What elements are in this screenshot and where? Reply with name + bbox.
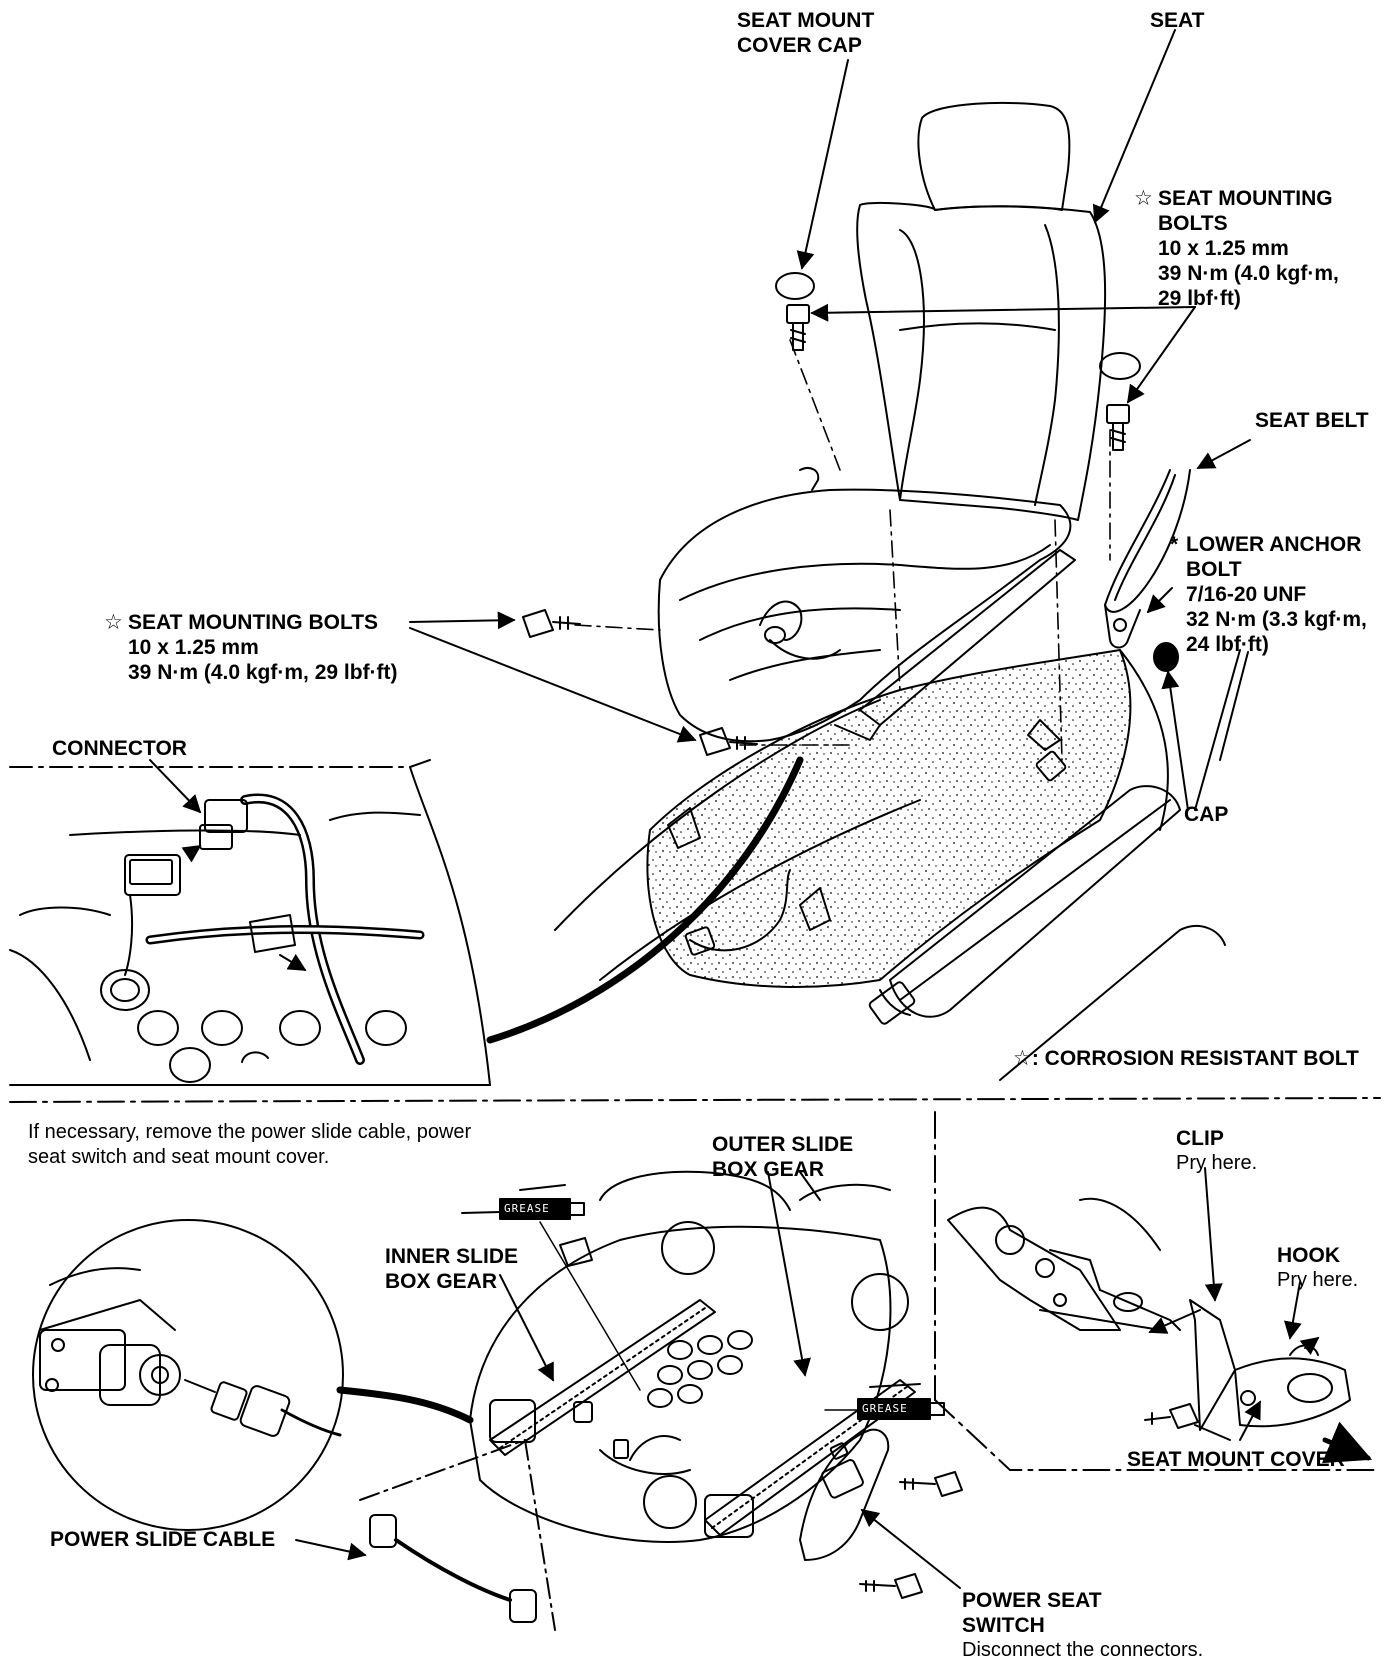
seat-mount-cover-cap-parts [775, 272, 1141, 380]
seat-illustration [657, 101, 1107, 743]
power-slide-cable-part [295, 1439, 556, 1631]
label-line: BOLTS [1158, 212, 1228, 235]
label-cap: CAP [1184, 803, 1229, 826]
seat-mounting-bolt-right-part [1106, 404, 1130, 451]
label-line: 32 N·m (3.3 kgf·m, [1186, 608, 1367, 631]
seat-belt-illustration [1104, 469, 1191, 672]
corrosion-star-icon: ☆ [1013, 1047, 1032, 1070]
power-seat-switch-part [799, 1428, 963, 1599]
asterisk-marker: * [1170, 533, 1179, 556]
grease-tag-top: GREASE [504, 1202, 550, 1215]
label-hook: HOOK [1277, 1244, 1340, 1267]
instruction-text: If necessary, remove the power slide cab… [28, 1120, 471, 1170]
label-line: BOLT [1186, 558, 1242, 581]
section-divider [9, 1097, 1381, 1471]
connector-inset [9, 756, 804, 1086]
power-seat-frame [469, 1170, 916, 1543]
label-line: LOWER ANCHOR [1186, 533, 1362, 556]
label-clip: CLIP [1176, 1127, 1224, 1150]
label-line: 10 x 1.25 mm [1158, 237, 1289, 260]
corrosion-star-icon: ☆ [104, 611, 123, 634]
label-line: SEAT MOUNT [737, 9, 875, 32]
label-line: COVER CAP [737, 34, 862, 57]
label-line: 39 N·m (4.0 kgf·m, 29 lbf·ft) [128, 661, 398, 684]
label-line: 24 lbf·ft) [1186, 633, 1269, 656]
label-line: 29 lbf·ft) [1158, 287, 1241, 310]
label-corrosion-note: ☆: CORROSION RESISTANT BOLT [1013, 1046, 1359, 1071]
floor-panel [554, 649, 1226, 1081]
label-power-seat-switch-note: Disconnect the connectors. [962, 1639, 1204, 1661]
instruction-line: If necessary, remove the power slide cab… [28, 1121, 472, 1143]
label-line: 39 N·m (4.0 kgf·m, [1158, 262, 1339, 285]
label-seat-belt: SEAT BELT [1255, 409, 1369, 432]
corrosion-star-icon: ☆ [1134, 187, 1153, 210]
label-line: SEAT MOUNTING [1158, 187, 1333, 210]
label-line: POWER SEAT [962, 1589, 1102, 1612]
grease-tubes [461, 1184, 945, 1420]
label-line: SWITCH [962, 1614, 1045, 1637]
label-outer-slide-box-gear: OUTER SLIDE BOX GEAR [712, 1132, 853, 1182]
label-seat-mounting-bolts-right: ☆ SEAT MOUNTING BOLTS 10 x 1.25 mm 39 N·… [1134, 186, 1339, 311]
label-power-slide-cable: POWER SLIDE CABLE [50, 1528, 276, 1551]
label-line: 7/16-20 UNF [1186, 583, 1307, 606]
leader-lines-bottom [499, 1171, 821, 1382]
label-connector: CONNECTOR [52, 737, 187, 760]
label-line: 10 x 1.25 mm [128, 636, 259, 659]
label-lower-anchor-bolt: * LOWER ANCHOR BOLT 7/16-20 UNF 32 N·m (… [1170, 532, 1367, 657]
label-line: BOX GEAR [385, 1270, 498, 1293]
power-slide-cable-detail [32, 1219, 474, 1531]
label-line: : CORROSION RESISTANT BOLT [1031, 1047, 1359, 1070]
seat-mount-cover-inset [947, 1167, 1373, 1464]
label-seat-mounting-bolts-left: ☆ SEAT MOUNTING BOLTS 10 x 1.25 mm 39 N·… [104, 610, 398, 685]
leader-lines-top [149, 29, 1251, 814]
seat-mounting-bolt-left-parts [522, 609, 758, 756]
label-seat-mount-cover-cap: SEAT MOUNT COVER CAP [737, 8, 874, 58]
label-line: BOX GEAR [712, 1158, 825, 1181]
label-line: INNER SLIDE [385, 1245, 519, 1268]
label-seat-mount-cover: SEAT MOUNT COVER [1127, 1448, 1345, 1471]
label-power-seat-switch: POWER SEAT SWITCH [962, 1588, 1102, 1638]
label-seat: SEAT [1150, 9, 1205, 32]
grease-tag-bottom: GREASE [862, 1402, 908, 1415]
instruction-line: seat switch and seat mount cover. [28, 1146, 330, 1168]
label-clip-note: Pry here. [1176, 1152, 1258, 1174]
label-hook-note: Pry here. [1277, 1269, 1359, 1291]
label-line: OUTER SLIDE [712, 1133, 854, 1156]
label-line: SEAT MOUNTING BOLTS [128, 611, 379, 634]
assembly-lines [574, 339, 1111, 761]
label-inner-slide-box-gear: INNER SLIDE BOX GEAR [385, 1244, 518, 1294]
